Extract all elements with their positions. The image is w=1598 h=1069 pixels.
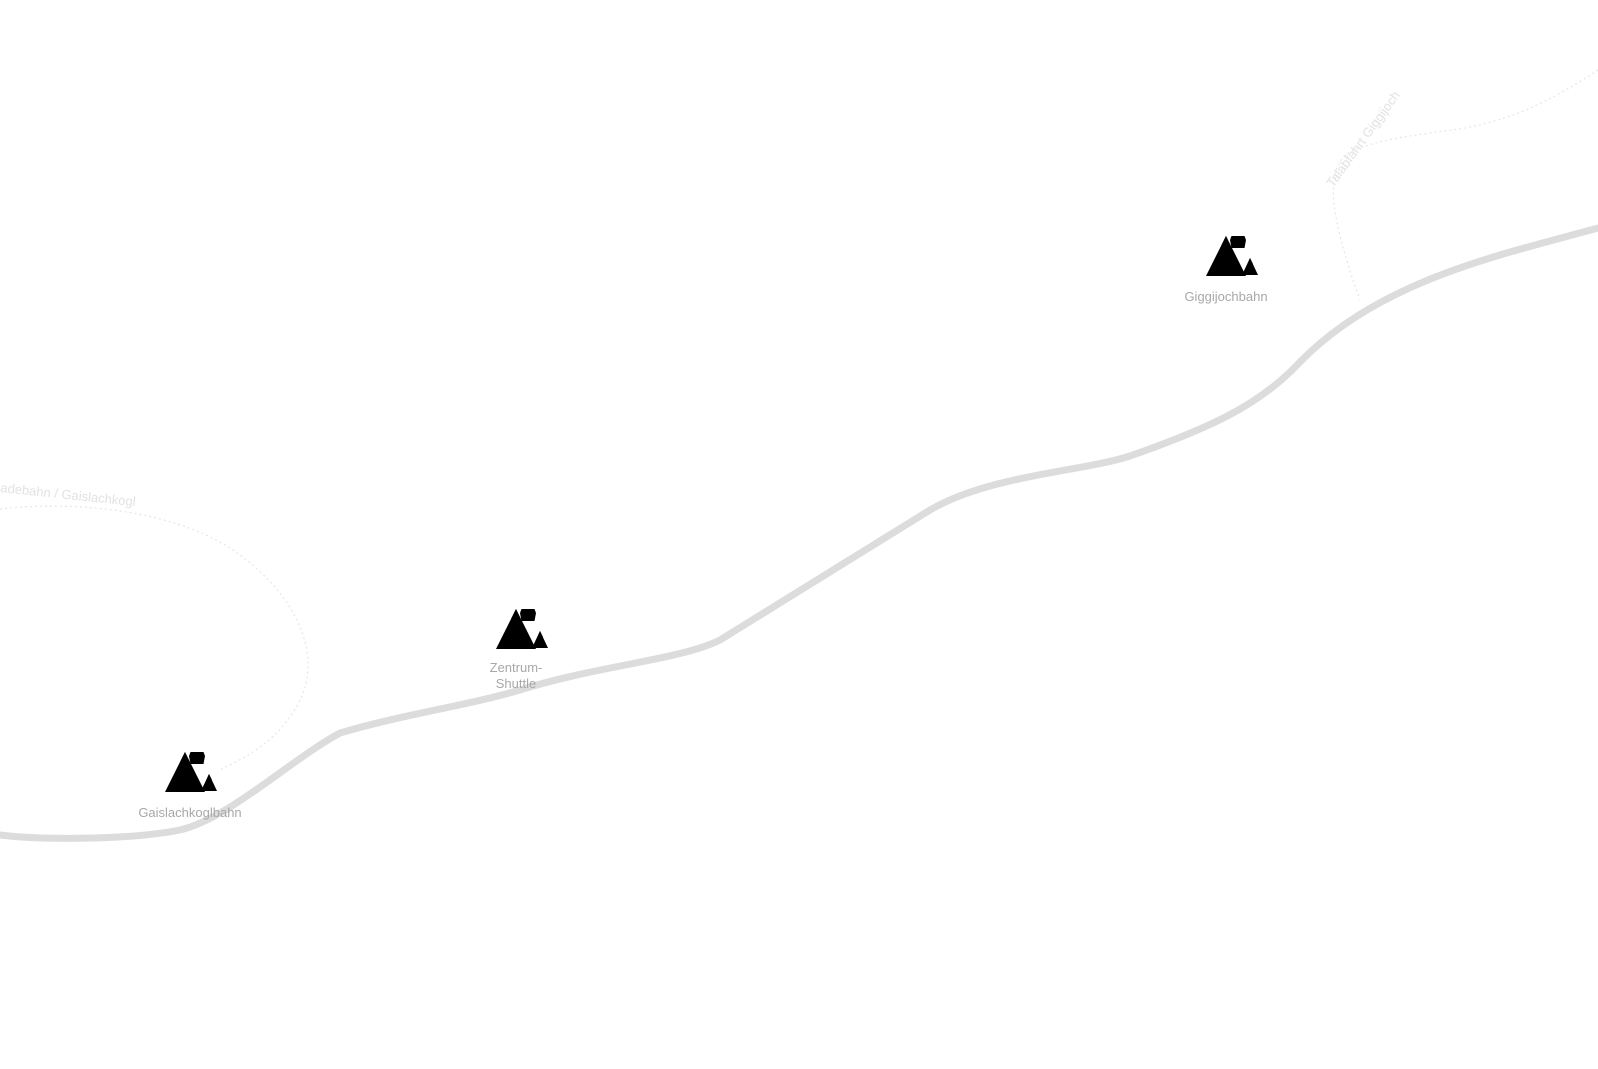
gondola-lift-icon <box>1200 211 1276 276</box>
trail-path-giggijoch <box>1332 69 1598 301</box>
station-giggijochbahn[interactable]: Giggijochbahn <box>1184 211 1276 304</box>
station-zentrum-shuttle[interactable]: Zentrum- Shuttle <box>490 584 566 691</box>
gondola-lift-icon <box>490 584 566 649</box>
trail-label-gaislachkogl: adebahn / Gaislachkogl <box>0 480 136 509</box>
station-label-zentrum-shuttle-line1: Zentrum- <box>490 660 543 675</box>
station-label-gaislachkoglbahn: Gaislachkoglbahn <box>138 805 241 820</box>
station-gaislachkoglbahn[interactable]: Gaislachkoglbahn <box>138 727 242 820</box>
main-road <box>0 224 1598 842</box>
trail-path-gaislachkogl <box>0 505 309 771</box>
station-label-zentrum-shuttle-line2: Shuttle <box>496 676 536 691</box>
gondola-lift-icon <box>159 727 235 792</box>
station-label-giggijochbahn: Giggijochbahn <box>1184 289 1267 304</box>
